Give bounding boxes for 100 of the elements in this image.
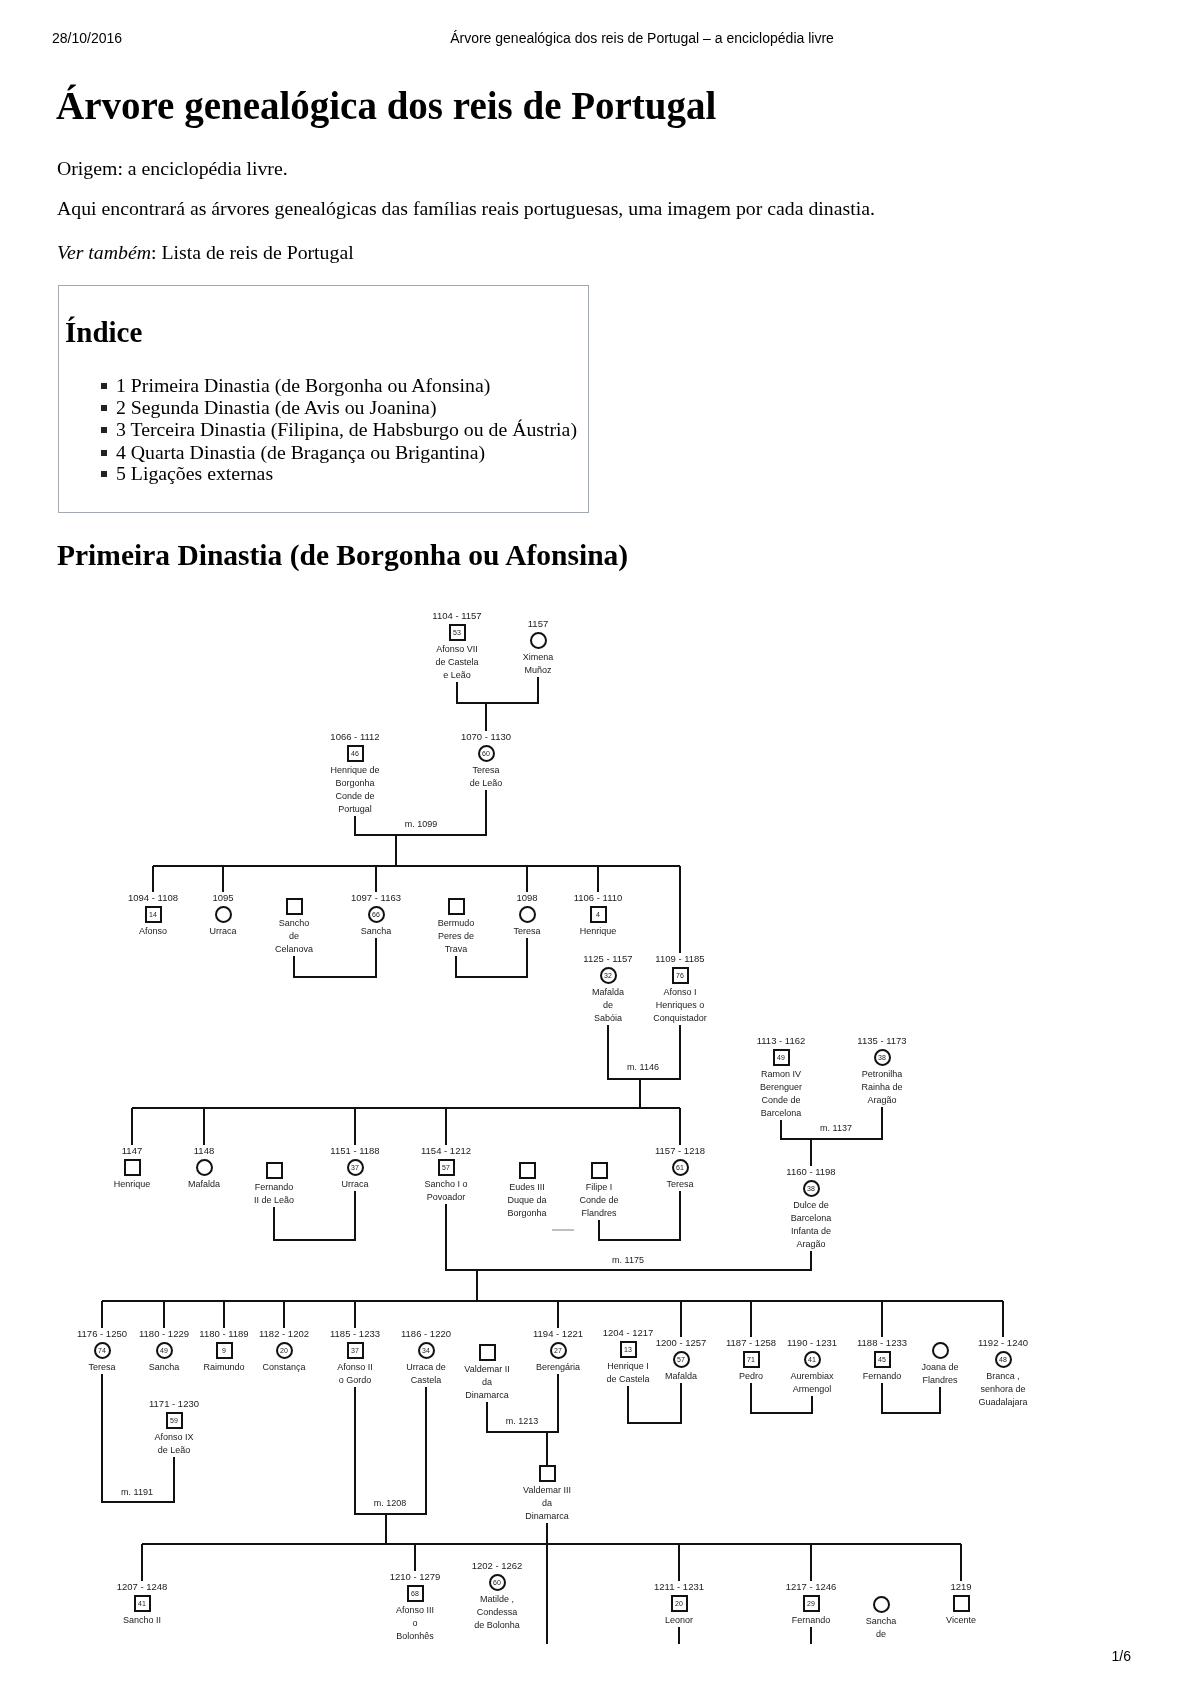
life-years: 1185 - 1233: [330, 1328, 380, 1340]
life-years: 1160 - 1198: [786, 1166, 836, 1178]
descent-line: [810, 1543, 812, 1582]
life-years: 1180 - 1189: [199, 1328, 249, 1340]
descent-line: [414, 1543, 416, 1572]
life-years: 1194 - 1221: [533, 1328, 583, 1340]
descent-line: [597, 865, 599, 893]
descent-line: [960, 1543, 962, 1582]
descent-trunk: [101, 1269, 1004, 1302]
marriage-line: [101, 1373, 175, 1503]
life-years: 1180 - 1229: [139, 1328, 189, 1340]
marriage-line: [455, 937, 528, 978]
marriage-line: [456, 676, 539, 704]
person-name: Henrique I de Castela: [606, 1360, 650, 1386]
descent-line: [679, 865, 681, 954]
person-name: Urraca: [340, 1178, 370, 1191]
descent-line: [881, 1300, 883, 1338]
person-name: Afonso II o Gordo: [336, 1361, 374, 1387]
person-name: Fernando: [790, 1614, 832, 1627]
life-years: 1186 - 1220: [401, 1328, 451, 1340]
descent-line: [141, 1543, 143, 1582]
lineage-line: [678, 1626, 680, 1645]
person-name: Berengária: [535, 1361, 581, 1374]
person-name: Henrique de Borgonha Conde de Portugal: [329, 764, 381, 816]
person-name: Ramon IV Berenguer Conde de Barcelona: [759, 1068, 803, 1120]
page-number: 1/6: [1111, 1648, 1131, 1665]
edge-label: m. 1146: [625, 1061, 661, 1073]
person-name: Dulce de Barcelona Infanta de Aragão: [789, 1199, 833, 1251]
lineage-line: [810, 1626, 812, 1645]
descent-line: [750, 1300, 752, 1338]
person-name: Henrique: [578, 925, 618, 938]
descent-line: [223, 1300, 225, 1329]
marriage-line: [598, 1190, 681, 1241]
person-name: Afonso I Henriques o Conquistador: [652, 986, 708, 1025]
person-name: Fernando: [861, 1370, 903, 1383]
descent-line: [152, 865, 154, 893]
person-name: Teresa: [665, 1178, 695, 1191]
edge-label: m. 1099: [402, 818, 440, 830]
marriage-line: [273, 1190, 356, 1241]
person-name: Fernando II de Leão: [252, 1181, 295, 1207]
descent-line: [680, 1300, 682, 1338]
person-name: Filipe I Conde de Flandres: [578, 1181, 620, 1220]
person-name: Sancho II: [122, 1614, 162, 1627]
edge-label: m. 1213: [503, 1415, 541, 1427]
life-years: 1188 - 1233: [857, 1337, 907, 1349]
person-name: Teresa: [512, 925, 542, 938]
edge-label: m. 1191: [119, 1486, 155, 1498]
person-name: Joana de Flandres: [920, 1361, 960, 1387]
person-name: Afonso VII de Castela e Leão: [434, 643, 480, 682]
descent-line: [1002, 1300, 1004, 1338]
toc-item: 4 Quarta Dinastia (de Bragança ou Brigantina): [116, 441, 486, 465]
person-name: Pedro: [738, 1370, 764, 1383]
person-name: Mafalda: [664, 1370, 698, 1383]
life-years: 1097 - 1163: [351, 892, 401, 904]
person-name: Raimundo: [202, 1361, 246, 1374]
life-years: 1207 - 1248: [116, 1581, 168, 1593]
person-name: Valdemar II da Dinamarca: [463, 1363, 511, 1402]
descent-line: [163, 1300, 165, 1329]
life-years: 1125 - 1157: [583, 953, 633, 965]
person-name: Teresa de Leão: [468, 764, 504, 790]
toc-heading: Índice: [65, 315, 143, 350]
descent-line: [101, 1300, 103, 1329]
person-name: Sancho I o Povoador: [424, 1178, 468, 1204]
life-years: 1070 - 1130: [461, 731, 511, 743]
edge-label: m. 1175: [610, 1254, 646, 1266]
person-name: Mafalda de Sabóia: [591, 986, 625, 1025]
life-years: 1147: [121, 1145, 143, 1157]
life-years: 1148: [193, 1145, 215, 1157]
descent-line: [222, 865, 224, 893]
descent-line: [445, 1107, 447, 1146]
header-title: Árvore genealógica dos reis de Portugal – a enciclopédia livre: [450, 30, 834, 47]
descent-line: [131, 1107, 133, 1146]
person-name: Eudes III Duque da Borgonha: [506, 1181, 548, 1220]
life-years: 1095: [212, 892, 234, 904]
marriage-line: [750, 1382, 813, 1414]
person-name: Mafalda: [187, 1178, 221, 1191]
person-name: Bermudo Peres de Trava: [436, 917, 476, 956]
life-years: 1154 - 1212: [421, 1145, 471, 1157]
edge-label: m. 1208: [371, 1497, 409, 1509]
life-years: 1171 - 1230: [149, 1398, 199, 1410]
life-years: 1200 - 1257: [655, 1337, 707, 1349]
source-note: Origem: a enciclopédia livre.: [57, 157, 288, 181]
life-years: 1187 - 1258: [726, 1337, 776, 1349]
person-name: Branca , senhora de Guadalajara: [977, 1370, 1029, 1409]
marriage-line: [486, 1373, 559, 1433]
person-name: Teresa: [87, 1361, 117, 1374]
person-name: Matilde , Condessa de Bolonha: [473, 1593, 521, 1632]
see-also-text: Ver também: Lista de reis de Portugal: [57, 241, 354, 265]
life-years: 1217 - 1246: [785, 1581, 837, 1593]
person-name: Valdemar III da Dinamarca: [523, 1484, 571, 1523]
life-years: 1204 - 1217: [602, 1327, 654, 1339]
marriage-line: [551, 1229, 575, 1231]
person-name: Afonso IX de Leão: [154, 1431, 194, 1457]
marriage-line: [354, 789, 487, 836]
person-name: Sancho de Celanova: [274, 917, 314, 956]
marriage-line: [881, 1382, 941, 1414]
toc-item: 3 Terceira Dinastia (Filipina, de Habsburgo ou de Áustria): [116, 418, 577, 442]
marriage-line: [354, 1386, 427, 1515]
life-years: 1192 - 1240: [978, 1337, 1028, 1349]
life-years: 1157 - 1218: [655, 1145, 705, 1157]
